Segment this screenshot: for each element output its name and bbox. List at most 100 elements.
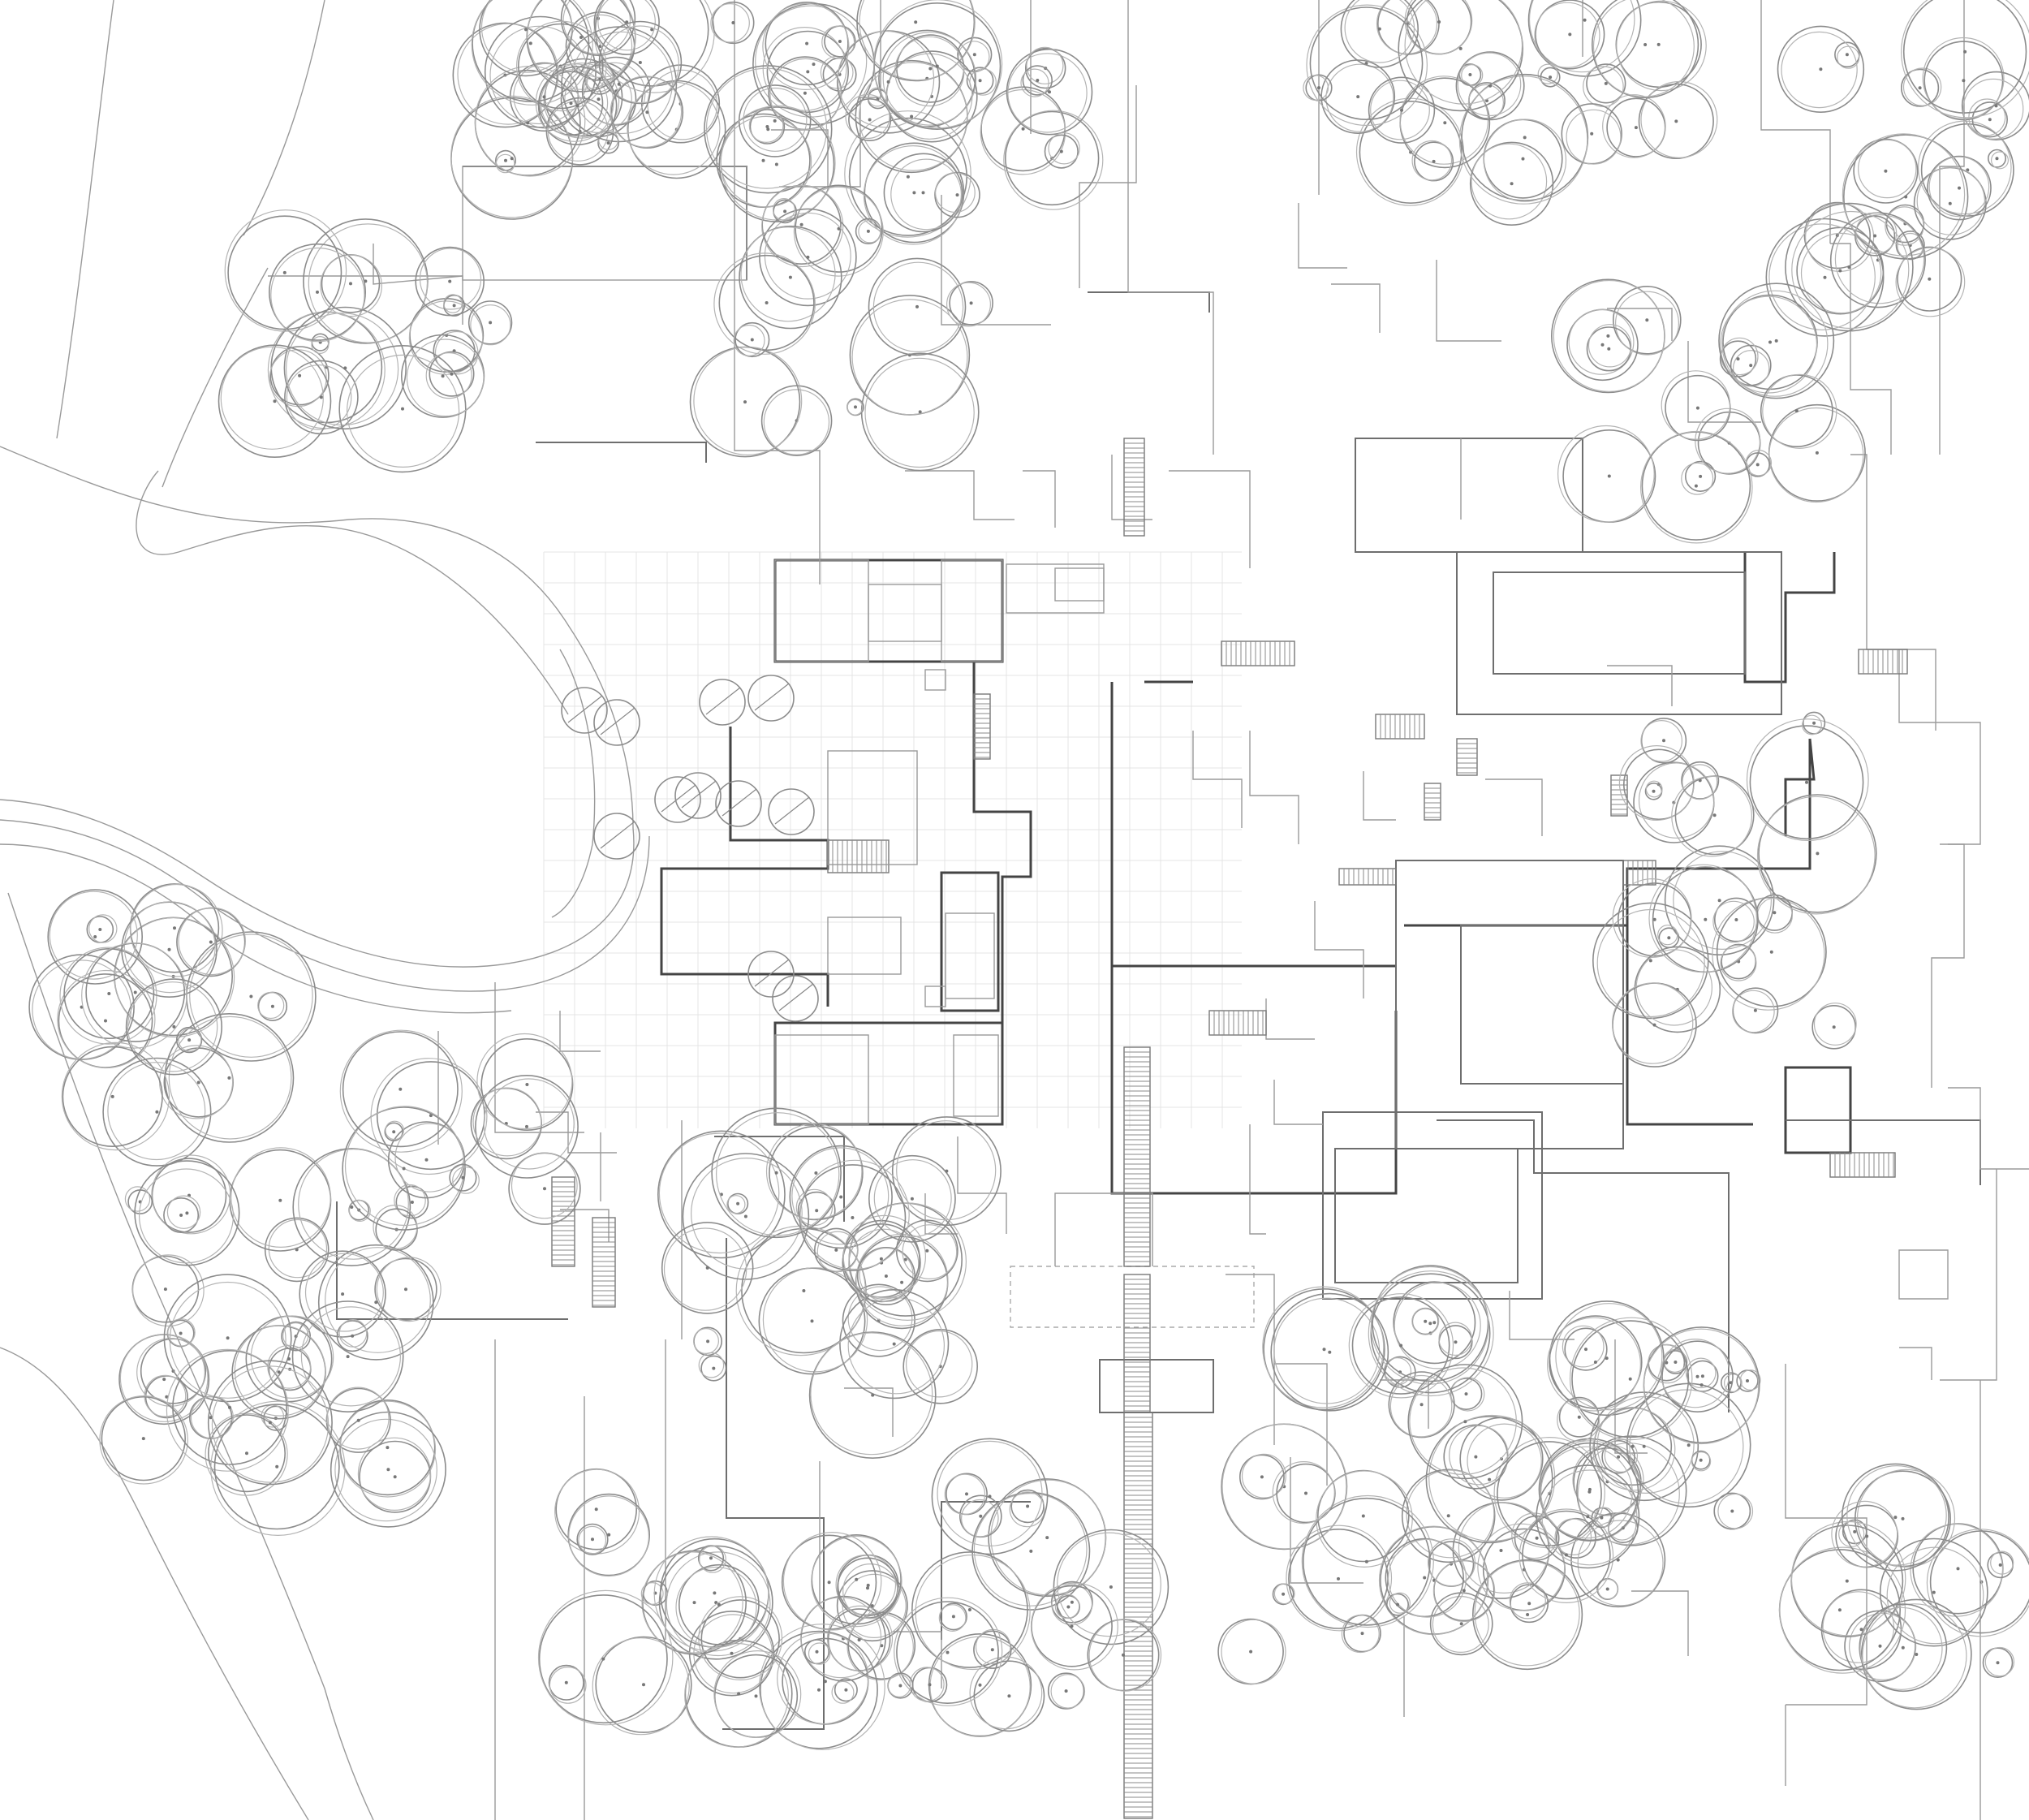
tree-canopy-icon [762,1,850,91]
tree-canopy-icon [1551,278,1665,394]
tree-canopy-icon [567,1493,651,1577]
tree-canopy-icon [1671,775,1755,857]
tree-canopy-icon [1566,308,1639,382]
tree-canopy-icon [837,1557,898,1619]
tree-canopy-icon [1316,1469,1413,1568]
tree-canopy-icon [475,1075,579,1179]
tree-canopy-icon [1841,1463,1949,1572]
tree-canopy-icon [166,1318,196,1348]
tree-canopy-icon [1660,1338,1734,1412]
tree-canopy-icon [1393,1281,1481,1369]
tree-canopy-icon [1398,0,1523,112]
tree-canopy-icon [845,93,892,142]
tree-canopy-icon [561,687,608,734]
tree-canopy-icon [1644,780,1663,800]
tree-canopy-icon [207,1360,333,1486]
tree-canopy-icon [1961,71,2029,140]
tree-canopy-icon [1477,1523,1566,1611]
tree-canopy-icon [1340,0,1419,68]
tree-canopy-icon [449,1163,480,1194]
tree-canopy-icon [1455,51,1525,121]
tree-canopy-icon [1221,1423,1348,1550]
tree-canopy-icon [593,699,640,746]
tree-canopy-icon [1732,987,1779,1034]
tree-canopy-icon [1602,94,1666,158]
staircase-icon [1829,1152,1896,1178]
tree-canopy-icon [1411,1307,1440,1335]
tree-canopy-icon [761,184,844,268]
tree-canopy-icon [661,1222,754,1314]
tree-canopy-icon [842,1283,915,1357]
tree-canopy-icon [1054,1594,1080,1619]
tree-canopy-icon [535,63,618,145]
tree-canopy-icon [768,56,842,131]
tree-canopy-icon [1633,761,1715,843]
tree-canopy-icon [1429,1592,1493,1656]
tree-canopy-icon [789,1145,893,1249]
tree-canopy-icon [1385,1538,1467,1618]
tree-canopy-icon [1834,41,1860,69]
tree-canopy-icon [715,780,762,827]
tree-canopy-icon [1842,133,1969,260]
tree-canopy-icon [674,772,722,819]
tree-canopy-icon [129,883,223,977]
tree-canopy-icon [733,321,770,358]
tree-canopy-icon [1859,1603,1948,1693]
tree-canopy-icon [1927,155,1992,221]
staircase-icon [1424,783,1441,821]
tree-canopy-icon [593,813,640,860]
tree-canopy-icon [1760,373,1837,449]
tree-canopy-icon [1982,1646,2015,1678]
staircase-icon [1338,868,1397,886]
tree-canopy-icon [210,1400,346,1537]
tree-canopy-icon [799,1159,910,1271]
tree-canopy-icon [1640,430,1753,544]
staircase-icon [1123,1412,1153,1819]
tree-canopy-icon [508,1152,581,1225]
tree-canopy-icon [698,1352,727,1382]
staircase-icon [1858,649,1908,675]
tree-canopy-icon [443,294,466,317]
tree-canopy-icon [163,1195,201,1234]
tree-canopy-icon [689,346,803,458]
tree-canopy-icon [1988,149,2010,170]
staircase-icon [592,1217,616,1308]
tree-canopy-icon [747,675,795,722]
tree-canopy-icon [1020,65,1053,97]
tree-canopy-icon [793,184,884,277]
tree-canopy-icon [1831,1500,1899,1568]
tree-canopy-icon [1661,370,1731,442]
tree-canopy-icon [317,1244,434,1361]
tree-canopy-icon [125,978,222,1076]
tree-canopy-icon [373,1204,418,1251]
tree-canopy-icon [699,679,746,726]
tree-canopy-icon [946,281,993,327]
tree-canopy-icon [772,975,819,1022]
tree-canopy-icon [264,1217,330,1283]
tree-canopy-icon [86,914,118,943]
tree-canopy-icon [856,0,976,82]
tree-canopy-icon [338,344,467,473]
tree-canopy-icon [175,1026,203,1054]
tree-canopy-icon [894,1597,1003,1706]
tree-canopy-icon [1348,1293,1454,1399]
tree-canopy-icon [1855,1469,1956,1568]
tree-canopy-icon [303,218,429,344]
tree-canopy-icon [57,969,156,1069]
tree-canopy-icon [339,1029,463,1153]
tree-canopy-icon [425,351,475,399]
tree-canopy-icon [479,0,573,77]
tree-canopy-icon [821,25,856,59]
tree-canopies [28,0,2029,1750]
tree-canopy-icon [1802,711,1826,735]
tree-canopy-icon [704,65,833,194]
tree-canopy-icon [1044,132,1080,169]
tree-canopy-icon [868,257,967,356]
tree-canopy-icon [1303,74,1333,101]
tree-canopy-icon [1536,1464,1640,1569]
tree-canopy-icon [1612,878,1692,958]
tree-canopy-icon [1592,0,1699,99]
tree-canopy-icon [257,991,288,1022]
tree-canopy-icon [781,1532,882,1631]
